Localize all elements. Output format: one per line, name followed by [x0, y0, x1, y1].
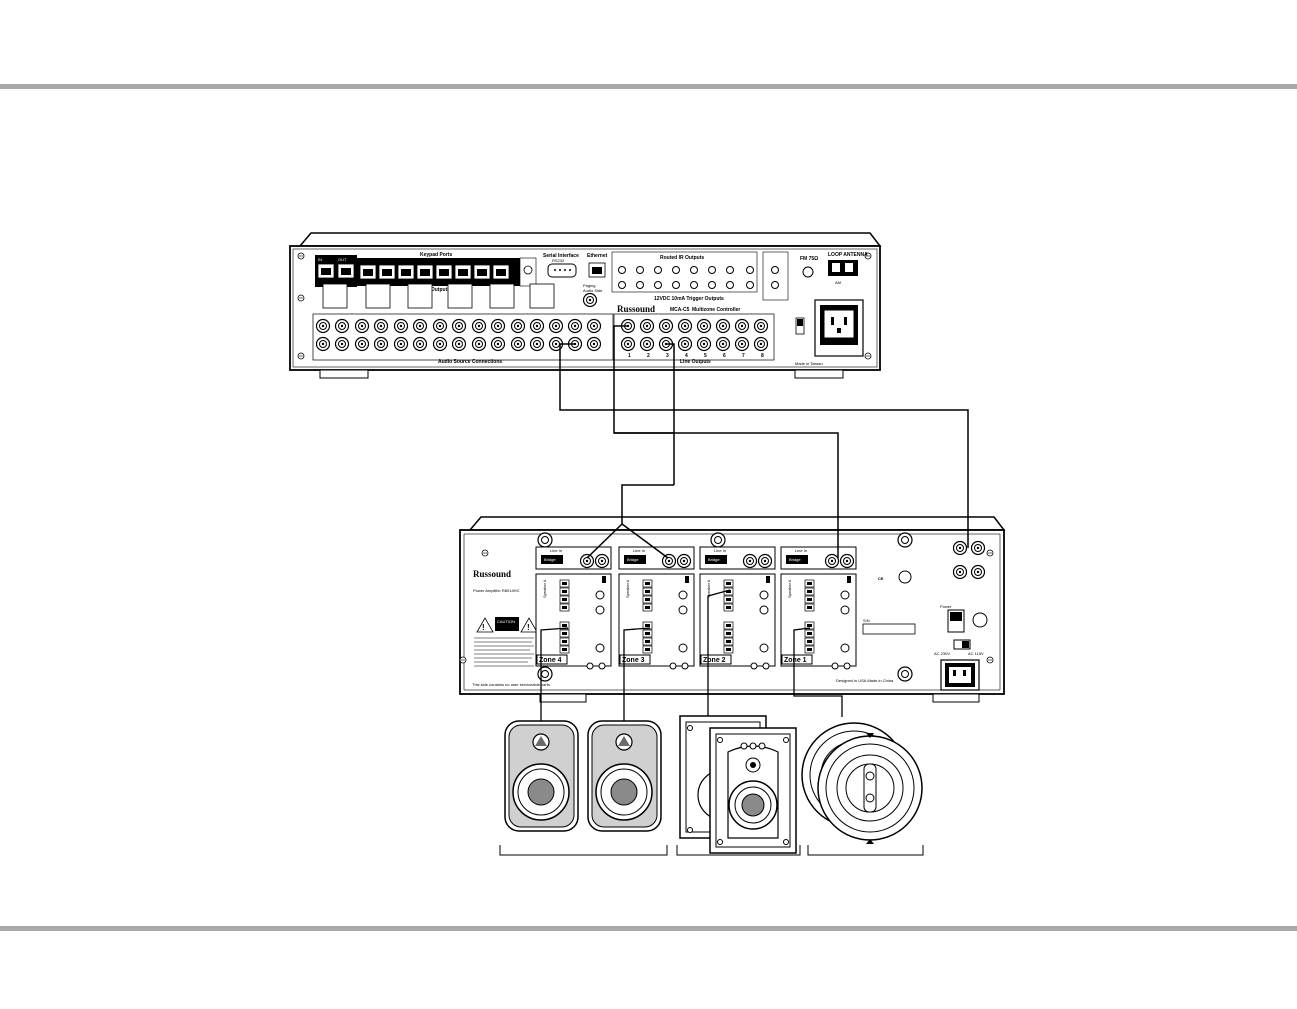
ac115-label: AC 115V: [968, 651, 984, 656]
rs232-label: RS232: [552, 258, 565, 263]
outdoor-speaker-right: [587, 720, 662, 832]
amp-footnote: This side contains no user serviceable p…: [472, 682, 551, 687]
top-rule: [0, 84, 1297, 89]
amp-brand: Russound: [473, 569, 511, 579]
z3-speaker-a: Speaker A: [625, 579, 630, 598]
line-output-3: 3: [666, 353, 669, 359]
audio-side-label: Audio Side: [583, 288, 603, 293]
keypad-ports-label: Keypad Ports: [420, 252, 452, 258]
trigger-outputs-label: 12VDC 10mA Trigger Outputs: [654, 296, 724, 302]
z3-bridge: Bridge: [627, 557, 639, 562]
z4-line-in: Line In: [550, 548, 562, 553]
z4-speaker-a: Speaker A: [542, 579, 547, 598]
line-output-1: 1: [628, 353, 631, 359]
ir-jacks-row: [618, 266, 754, 289]
bottom-rule: [0, 926, 1297, 931]
speaker-wiring: [540, 589, 843, 725]
amp-model-line: Power Amplifier R8014HC: [473, 588, 520, 593]
z1-line-in: Line In: [795, 548, 807, 553]
line-output-5: 5: [704, 353, 707, 359]
line-output-4: 4: [685, 353, 688, 359]
inceiling-speaker-front: [817, 733, 923, 844]
z2-bridge: Bridge: [708, 557, 720, 562]
svg-text:!: !: [527, 623, 530, 632]
controller-model-suffix: Multizone Controller: [692, 307, 740, 313]
speaker-terminal-blocks: [322, 283, 555, 309]
line-output-7: 7: [742, 353, 745, 359]
serial-interface-label: Serial Interface: [543, 253, 579, 259]
line-output-8: 8: [761, 353, 764, 359]
routed-ir-label: Routed IR Outputs: [660, 255, 704, 261]
inwall-speaker-front: [709, 727, 797, 854]
line-output-6: 6: [723, 353, 726, 359]
zone-4-label: Zone 4: [539, 657, 562, 664]
made-in-label: Made in Taiwan: [795, 361, 823, 366]
line-output-2: 2: [647, 353, 650, 359]
am-label: AM: [835, 280, 841, 285]
z2-line-in: Line In: [714, 548, 726, 553]
keypad-out-label: OUT: [338, 257, 347, 262]
zone-2-label: Zone 2: [703, 657, 726, 664]
loop-antenna-label: LOOP ANTENNA: [828, 252, 868, 258]
controller-model: MCA-C5: [670, 307, 690, 313]
zone-1-label: Zone 1: [784, 657, 807, 664]
power-label: Power: [940, 604, 952, 609]
ac230-label: AC 230V: [934, 651, 950, 656]
z4-bridge: Bridge: [544, 557, 556, 562]
ethernet-label: Ethernet: [587, 253, 608, 259]
outdoor-speaker-left: [504, 720, 579, 832]
z3-line-in: Line In: [633, 548, 645, 553]
keypad-in-label: IN: [318, 257, 322, 262]
zone-knobs: [586, 576, 851, 670]
paging-label: Paging: [583, 283, 595, 288]
amplifier-unit: Russound Power Amplifier R8014HC ! CAUTI…: [459, 516, 1006, 703]
audio-source-label: Audio Source Connections: [438, 359, 502, 365]
z2-speaker-a: Speaker A: [706, 579, 711, 598]
sn-label: S/N: [863, 618, 870, 623]
signal-wiring: [559, 325, 969, 559]
controller-unit: IN OUT Keypad Ports Serial Interface RS2…: [289, 232, 882, 379]
fm-tuner-label: FM 75Ω: [800, 256, 818, 262]
ce-mark: CE: [878, 576, 884, 581]
speaker-group-brackets: [499, 845, 924, 856]
zone-3-label: Zone 3: [622, 657, 645, 664]
controller-brand: Russound: [617, 304, 655, 314]
z1-speaker-a: Speaker A: [787, 579, 792, 598]
z1-bridge: Bridge: [789, 557, 801, 562]
line-outputs-label: Line Outputs: [680, 359, 711, 365]
svg-text:!: !: [482, 623, 485, 632]
caution-label: CAUTION: [497, 619, 515, 624]
designed-in-label: Designed in USA Made in China: [836, 678, 894, 683]
